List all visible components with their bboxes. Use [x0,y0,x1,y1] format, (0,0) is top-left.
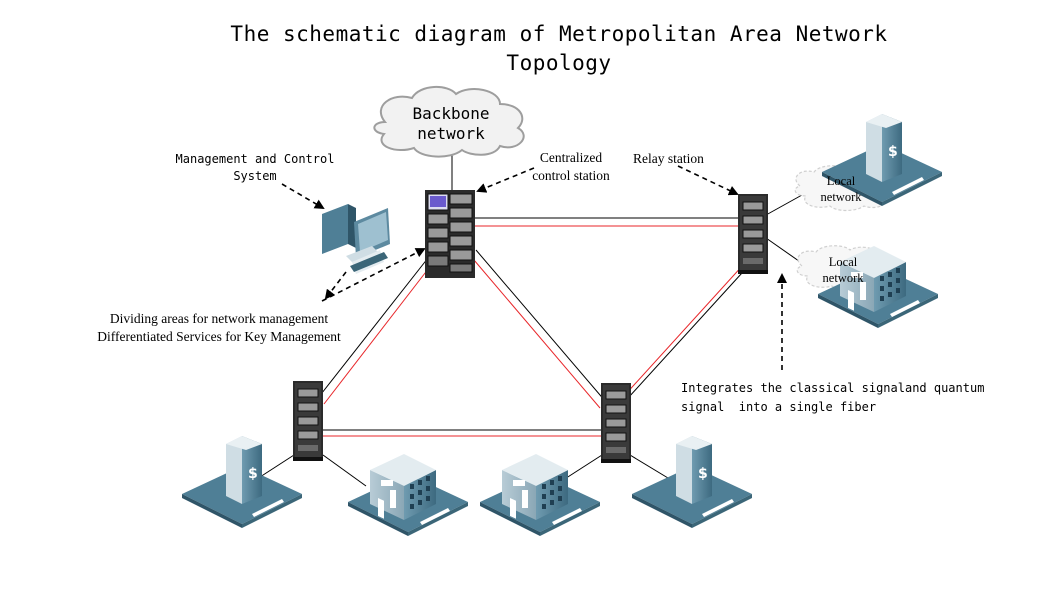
local-network-label-1-line2: network [820,189,862,204]
node-rack-right-icon [601,383,631,463]
finance-building-icon [182,436,302,528]
centralized-label: Centralized control station [526,149,616,184]
local-network-label-1: Local network [806,174,876,205]
management-computer-icon [322,204,390,274]
local-network-label-2-line1: Local [828,255,858,269]
central-control-station-icon [425,190,475,278]
network-links [259,148,807,487]
integrates-label: Integrates the classical signaland quant… [681,379,984,416]
centralized-label-line1: Centralized [539,150,603,165]
diagram-title-line1: The schematic diagram of Metropolitan Ar… [230,22,888,46]
local-network-label-2: Local network [808,255,878,286]
local-network-label-1-line1: Local [826,174,856,188]
dividing-areas-label: Dividing areas for network management Di… [84,310,354,346]
backbone-label-line2: network [417,124,485,143]
integrates-line2: signal into a single fiber [681,399,877,414]
relay-station-rack-icon [738,194,768,274]
law-building-icon [480,454,600,536]
management-label-line1: Management and Control [175,152,335,166]
node-rack-left-icon [293,381,323,461]
management-label-line2: System [233,168,277,183]
backbone-label-line1: Backbone [412,104,490,123]
management-label: Management and Control System [168,151,342,185]
dividing-areas-line2: Differentiated Services for Key Manageme… [97,329,341,345]
diagram-title-line2: Topology [506,51,612,75]
annotation-arrows [281,165,787,370]
integrates-line1: Integrates the classical signaland quant… [681,381,985,395]
finance-building-icon [632,436,752,528]
centralized-label-line2: control station [532,167,610,183]
law-building-icon [348,454,468,536]
backbone-label: Backbone network [396,104,506,144]
dividing-areas-line1: Dividing areas for network management [109,311,329,326]
relay-station-label: Relay station [633,151,704,166]
local-network-label-2-line2: network [822,270,864,285]
backbone-cloud-icon [373,86,525,158]
